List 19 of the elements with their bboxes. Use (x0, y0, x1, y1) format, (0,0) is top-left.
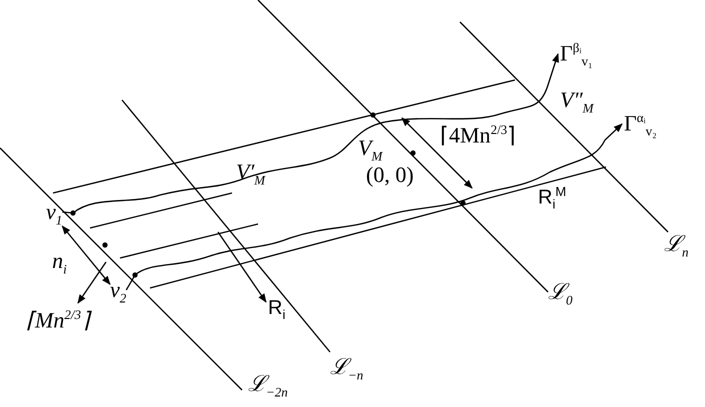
arrow (126, 123, 623, 290)
edge-label: n$_{i}$ (52, 249, 67, 279)
arrow (62, 53, 559, 214)
math-label: ⌈4Mn$^{2/3}$⌉ (440, 121, 516, 148)
math-label: R$_{i}$ (268, 296, 286, 327)
math-label: ℒ$_{n}$ (664, 232, 688, 262)
math-label: v$_{1}$ (46, 200, 62, 232)
math-label: V′$_{M}$ (236, 160, 266, 190)
arrow (217, 232, 267, 303)
math-label: ℒ$_{−n}$ (330, 355, 364, 384)
math-label: v$_{2}$ (110, 278, 126, 310)
math-label: (0, 0) (366, 163, 414, 187)
math-label: ⌈Mn$^{2/3}$⌉ (26, 303, 90, 332)
math-label: V$_{M}$ (358, 136, 382, 166)
math-label: ℒ$_{−2n}$ (248, 372, 288, 402)
arrow (62, 225, 111, 285)
arrow (77, 262, 107, 304)
math-label: V″$_{M}$ (560, 88, 594, 118)
math-label: ℒ$_{0}$ (548, 280, 572, 310)
